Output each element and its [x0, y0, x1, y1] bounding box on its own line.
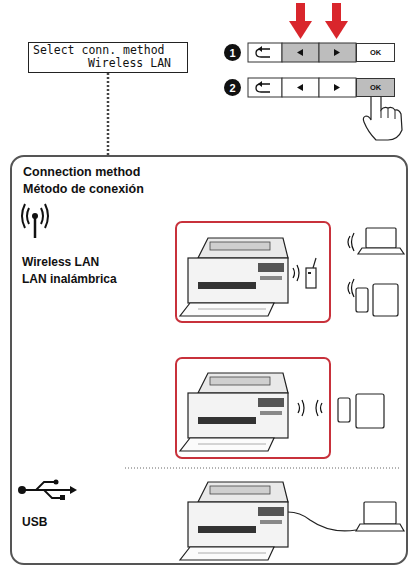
phone-tablet — [356, 284, 398, 316]
method-label: Wireless LAN — [22, 255, 99, 269]
callout-number: 2 — [224, 79, 241, 96]
phone-tablet — [338, 394, 384, 428]
button-bar — [248, 78, 356, 97]
printer — [180, 482, 288, 560]
laptop — [356, 502, 404, 531]
callout-number: 1 — [224, 44, 241, 61]
wifi-waves — [298, 400, 322, 416]
lcd-display: Select conn. methodWireless LAN — [28, 42, 188, 73]
node-text: 1 — [229, 47, 235, 59]
node-text: Select conn. method — [33, 44, 183, 57]
node-text: Método de conexión — [23, 181, 395, 198]
button-icons — [256, 46, 340, 57]
hand-icon — [363, 91, 402, 140]
highlight-box — [176, 222, 330, 322]
separator — [125, 468, 400, 469]
node-text: 2 — [229, 82, 235, 94]
connection-panel: Connection methodMétodo de conexión — [10, 155, 408, 565]
ok-button: OK — [356, 43, 395, 62]
ok-button: OK — [356, 78, 395, 97]
method-label: USB — [22, 515, 47, 529]
method-label: LAN inalámbrica — [22, 272, 117, 286]
laptop — [358, 228, 404, 254]
node-text: OK — [370, 48, 381, 57]
button-icons — [256, 81, 340, 92]
usb-symbol — [18, 480, 77, 501]
usb-cable — [288, 512, 356, 531]
wifi-waves — [348, 233, 354, 297]
wifi-waves — [293, 265, 299, 281]
press-arrows — [289, 3, 348, 39]
router — [306, 258, 316, 288]
node-text: Wireless LAN — [33, 57, 183, 70]
printer — [180, 238, 288, 316]
wifi-symbol — [22, 204, 48, 238]
button-bar — [248, 43, 356, 62]
node-text: Connection method — [23, 164, 395, 181]
hand-lines — [381, 108, 395, 119]
highlight-box — [176, 358, 330, 458]
dotted-connector — [107, 73, 110, 155]
printer — [180, 373, 288, 451]
node-text: OK — [370, 83, 381, 92]
